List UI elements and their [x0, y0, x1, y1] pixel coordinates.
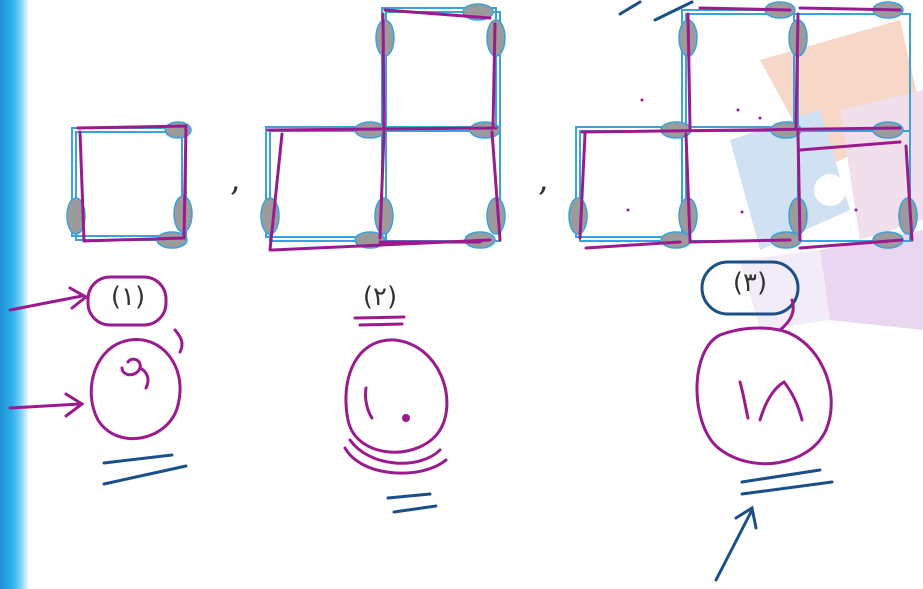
figure-1-ink-trace [78, 126, 186, 241]
separator-comma-1: , [230, 159, 241, 199]
figure-3-answer: ١٨ [770, 409, 772, 411]
figure-2-label: (٢) [340, 282, 420, 312]
figure-1-joints [67, 122, 192, 248]
figure-2-answer: ١٠ [400, 409, 402, 411]
figure-1-label: (١) [88, 282, 168, 312]
figure-3-label: (٣) [710, 268, 790, 298]
figure-2-answer-ink [345, 317, 447, 512]
figure-1-printed-square [72, 128, 186, 240]
separator-comma-2: , [538, 159, 549, 199]
figure-1-answer: ٤ [136, 397, 137, 399]
